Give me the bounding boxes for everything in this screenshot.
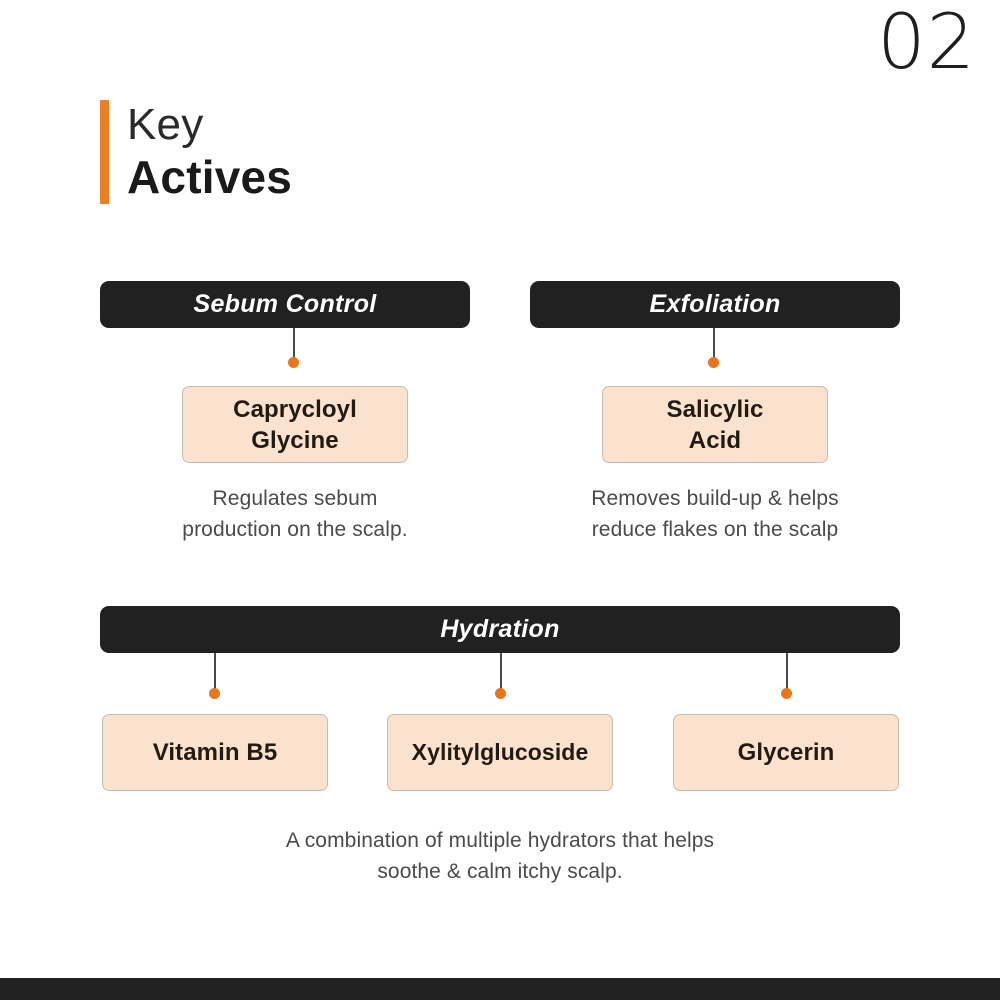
ingredient-box-xylitylglucoside: Xylitylglucoside [387, 714, 613, 791]
connector-dot [209, 688, 220, 699]
connector-dot [288, 357, 299, 368]
page-title: Key Actives [100, 100, 292, 204]
group-description-line1: Removes build-up & helps [591, 487, 839, 510]
group-description-line2: reduce flakes on the scalp [591, 518, 839, 541]
ingredient-label: Salicylic Acid [667, 394, 764, 456]
group-description-line1: Regulates sebum [212, 487, 378, 510]
ingredient-box-salicylic-acid: Salicylic Acid [602, 386, 828, 463]
connector-dot [495, 688, 506, 699]
ingredient-label-line2: Glycine [251, 426, 339, 454]
category-bar-label: Exfoliation [649, 290, 781, 318]
slide-number: 02 [877, 0, 976, 86]
ingredient-label-line1: Salicylic [666, 395, 764, 423]
category-bar-hydration: Hydration [100, 606, 900, 653]
page-title-line2: Actives [127, 151, 293, 203]
category-bar-label: Sebum Control [193, 290, 377, 318]
category-bar-exfoliation: Exfoliation [530, 281, 900, 328]
ingredient-box-caprycloyl-glycine: Caprycloyl Glycine [182, 386, 408, 463]
connector-line [214, 653, 216, 696]
connector-line [500, 653, 502, 696]
connector-dot [781, 688, 792, 699]
ingredient-label: Xylitylglucoside [411, 739, 589, 765]
ingredient-label: Vitamin B5 [152, 739, 278, 766]
ingredient-box-glycerin: Glycerin [673, 714, 899, 791]
group-description-line2: soothe & calm itchy scalp. [377, 860, 623, 883]
accent-bar [100, 100, 109, 204]
group-description-exfoliation: Removes build-up & helps reduce flakes o… [520, 483, 910, 545]
group-description-sebum-control: Regulates sebum production on the scalp. [100, 483, 490, 545]
ingredient-label: Caprycloyl Glycine [233, 394, 357, 456]
category-bar-label: Hydration [440, 615, 560, 643]
page-title-line1: Key [127, 100, 204, 149]
connector-line [293, 328, 295, 361]
ingredient-label: Glycerin [737, 739, 835, 766]
group-description-line1: A combination of multiple hydrators that… [285, 829, 715, 852]
ingredient-box-vitamin-b5: Vitamin B5 [102, 714, 328, 791]
ingredient-label-line1: Caprycloyl [233, 395, 357, 423]
category-bar-sebum-control: Sebum Control [100, 281, 470, 328]
connector-line [786, 653, 788, 696]
connector-line [713, 328, 715, 361]
footer-strip [0, 978, 1000, 1000]
group-description-hydration: A combination of multiple hydrators that… [150, 825, 850, 887]
ingredient-label-line2: Acid [688, 426, 742, 454]
connector-dot [708, 357, 719, 368]
group-description-line2: production on the scalp. [182, 518, 408, 541]
page-title-text: Key Actives [127, 100, 292, 204]
